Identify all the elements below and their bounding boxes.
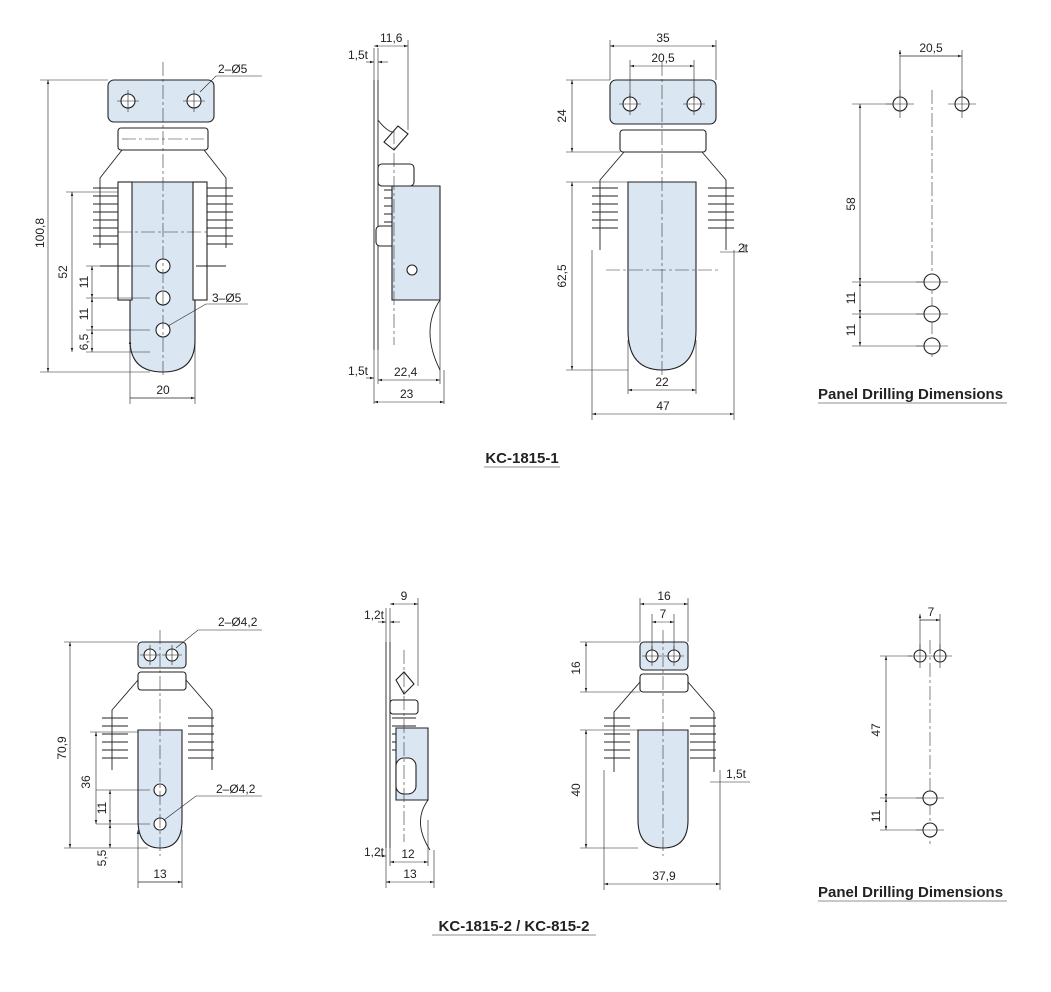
top-front-view [93,62,233,378]
top-front-d11a: 11 [77,275,91,288]
top-side-dims: 1,5t 11,6 1,5t 22,4 23 [348,31,445,404]
bottom-caption: KC-1815-2 / KC-815-2 [439,918,590,935]
bottom-panel-w7: 7 [928,605,935,619]
top-back-w22: 22 [655,375,669,389]
bottom-panel-h47: 47 [869,723,883,737]
top-panel-w205: 20,5 [919,41,943,55]
bottom-back-t15: 1,5t [726,767,747,781]
top-back-dims: 35 20,5 24 62,5 2t 22 47 [555,31,749,420]
bottom-side-w-bot1: 12 [401,847,415,861]
bottom-side-dims: 1,2t 9 1,2t 12 13 [364,589,435,888]
top-side-t-top: 1,5t [348,48,369,62]
top-side-w-top: 11,6 [380,31,403,45]
bottom-panel-h11: 11 [869,809,883,822]
bottom-front-d11: 11 [95,801,109,814]
bottom-side-w-bot2: 13 [403,867,417,881]
top-front-d11b: 11 [77,307,91,320]
top-panel-h58: 58 [844,197,858,211]
top-front-hole-bot: 3–Ø5 [212,291,242,305]
top-front-span52: 52 [56,265,70,279]
bottom-front-view [102,630,214,856]
top-panel-drilling: 20,5 58 11 11 [844,41,976,360]
top-side-view [373,80,441,371]
bottom-side-w-top: 9 [401,589,408,603]
top-back-w47: 47 [656,399,670,413]
top-panel-h11a: 11 [844,291,858,304]
top-panel-h11b: 11 [844,323,858,336]
top-back-view [592,62,734,378]
bottom-back-w379: 37,9 [652,869,676,883]
bottom-panel-drilling: 7 47 11 [869,605,952,846]
bottom-front-d55: 5,5 [95,849,109,866]
top-side-w-bot1: 22,4 [394,365,418,379]
bottom-back-h16: 16 [569,661,583,675]
bottom-back-h40: 40 [569,783,583,797]
top-side-w-bot2: 23 [400,387,414,401]
bottom-front-dims: 70,9 36 11 5,5 13 2–Ø4,2 2–Ø4,2 [55,615,262,888]
top-front-overall: 100,8 [33,218,47,248]
bottom-back-w16: 16 [657,589,671,603]
bottom-side-view [385,642,431,851]
top-back-h625: 62,5 [555,264,569,288]
bottom-side-t-top: 1,2t [364,608,385,622]
bottom-front-span36: 36 [79,775,93,789]
bottom-back-dims: 16 7 16 40 1,5t 37,9 [569,589,750,890]
bottom-front-width: 13 [153,867,167,881]
top-front-width: 20 [156,383,170,397]
bottom-back-w7: 7 [660,607,667,621]
bottom-front-hole-bot: 2–Ø4,2 [216,782,256,796]
top-side-t-bot: 1,5t [348,364,369,378]
bottom-side-t-bot: 1,2t [364,845,385,859]
bottom-panel-title: Panel Drilling Dimensions [818,884,1003,901]
top-back-h24: 24 [555,109,569,123]
top-back-w35: 35 [656,31,670,45]
top-caption: KC-1815-1 [485,450,558,467]
bottom-front-hole-top: 2–Ø4,2 [218,615,258,629]
top-front-dims: 100,8 52 11 11 6,5 20 2–Ø5 3–Ø5 [33,62,262,404]
top-front-hole-top: 2–Ø5 [218,62,248,76]
bottom-back-view [604,630,716,856]
top-panel-title: Panel Drilling Dimensions [818,386,1003,403]
bottom-front-overall: 70,9 [55,736,69,760]
top-back-w205: 20,5 [651,51,675,65]
top-back-t2: 2t [738,241,749,255]
top-front-d65: 6,5 [77,333,91,350]
